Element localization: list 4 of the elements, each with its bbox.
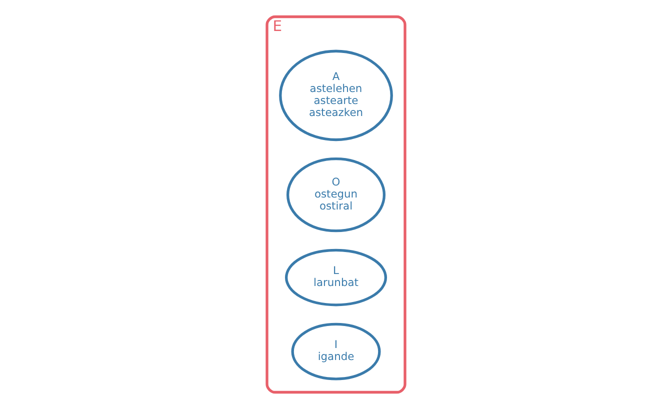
node-ellipse: L larunbat — [284, 248, 388, 306]
node-ellipse: I igande — [291, 322, 381, 380]
node-ellipse: O ostegun ostiral — [286, 157, 386, 232]
node-ellipse: A astelehen astearte asteazken — [279, 50, 393, 142]
